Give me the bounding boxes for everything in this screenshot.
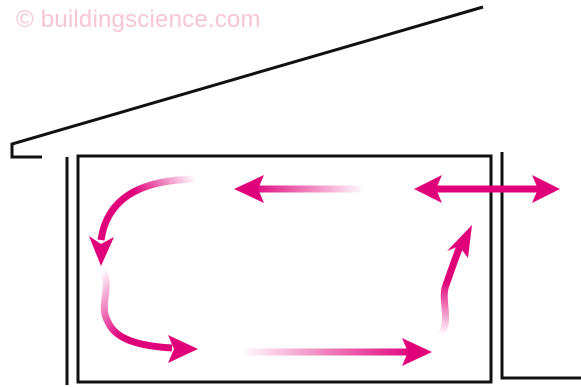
air-loop-bottom-right-curve-arrow: [99, 268, 198, 363]
watermark: © buildingscience.com: [16, 6, 261, 33]
right-wall-outer: [500, 152, 581, 380]
air-loop-top-left-arrow: [234, 175, 365, 203]
roof-line: [10, 5, 484, 159]
air-loop-bottom-right-arrow: [240, 338, 432, 366]
air-exchange-through-wall-arrow: [414, 175, 560, 203]
air-loop-right-up-arrow: [436, 225, 472, 339]
air-loop-left-down-arrow: [89, 175, 196, 266]
room-outline: [76, 154, 493, 384]
